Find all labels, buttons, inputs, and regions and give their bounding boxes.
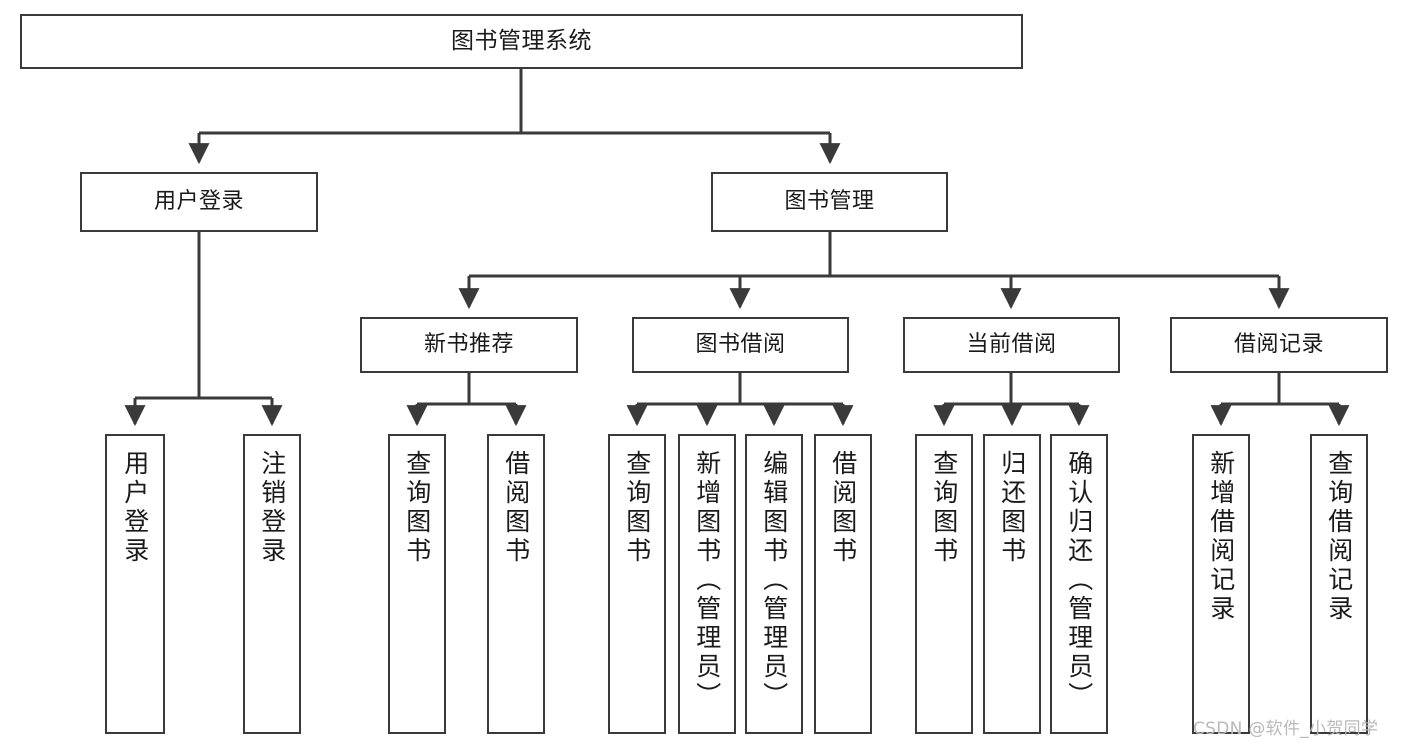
node-label: 用户登录 (153, 189, 244, 215)
node-leaf-query-record[interactable]: 查询借阅记录 (1310, 434, 1368, 734)
node-leaf-user-login[interactable]: 用户登录 (105, 434, 165, 734)
node-book-borrow[interactable]: 图书借阅 (632, 317, 849, 373)
node-label: 图书借阅 (695, 332, 786, 358)
node-root[interactable]: 图书管理系统 (20, 14, 1023, 69)
node-leaf-query-book-rec[interactable]: 查询图书 (388, 434, 446, 734)
node-label: 借阅图书 (828, 450, 858, 566)
node-leaf-query-book-cur[interactable]: 查询图书 (915, 434, 973, 734)
node-leaf-add-book[interactable]: 新增图书（管理员） (678, 434, 736, 734)
node-label: 归还图书 (997, 450, 1027, 566)
node-leaf-return-book[interactable]: 归还图书 (983, 434, 1041, 734)
node-leaf-add-record[interactable]: 新增借阅记录 (1192, 434, 1250, 734)
node-current-borrow[interactable]: 当前借阅 (903, 317, 1120, 373)
node-label: 用户登录 (120, 450, 150, 566)
node-label: 查询图书 (929, 450, 959, 566)
node-label: 新书推荐 (423, 332, 514, 358)
node-label: 确认归还（管理员） (1064, 450, 1094, 711)
node-user-login[interactable]: 用户登录 (80, 172, 318, 232)
node-book-manage[interactable]: 图书管理 (711, 172, 948, 232)
node-leaf-query-book[interactable]: 查询图书 (608, 434, 666, 734)
node-borrow-record[interactable]: 借阅记录 (1170, 317, 1388, 373)
node-leaf-borrow-book-rec[interactable]: 借阅图书 (487, 434, 545, 734)
node-label: 图书管理系统 (451, 27, 592, 54)
node-leaf-borrow-book[interactable]: 借阅图书 (814, 434, 872, 734)
node-label: 图书管理 (784, 189, 875, 215)
node-label: 借阅图书 (501, 450, 531, 566)
node-leaf-confirm-return[interactable]: 确认归还（管理员） (1050, 434, 1108, 734)
node-label: 编辑图书（管理员） (759, 450, 789, 711)
node-leaf-edit-book[interactable]: 编辑图书（管理员） (745, 434, 803, 734)
node-label: 查询图书 (622, 450, 652, 566)
node-leaf-user-logout[interactable]: 注销登录 (243, 434, 301, 734)
node-label: 借阅记录 (1233, 332, 1324, 358)
node-label: 新增图书（管理员） (692, 450, 722, 711)
node-label: 查询借阅记录 (1324, 450, 1354, 624)
node-label: 新增借阅记录 (1206, 450, 1236, 624)
node-new-book-recommend[interactable]: 新书推荐 (360, 317, 578, 373)
node-label: 查询图书 (402, 450, 432, 566)
node-label: 注销登录 (257, 450, 287, 566)
csdn-watermark: CSDN @软件_小贺同学 (1193, 719, 1379, 739)
node-label: 当前借阅 (966, 332, 1057, 358)
